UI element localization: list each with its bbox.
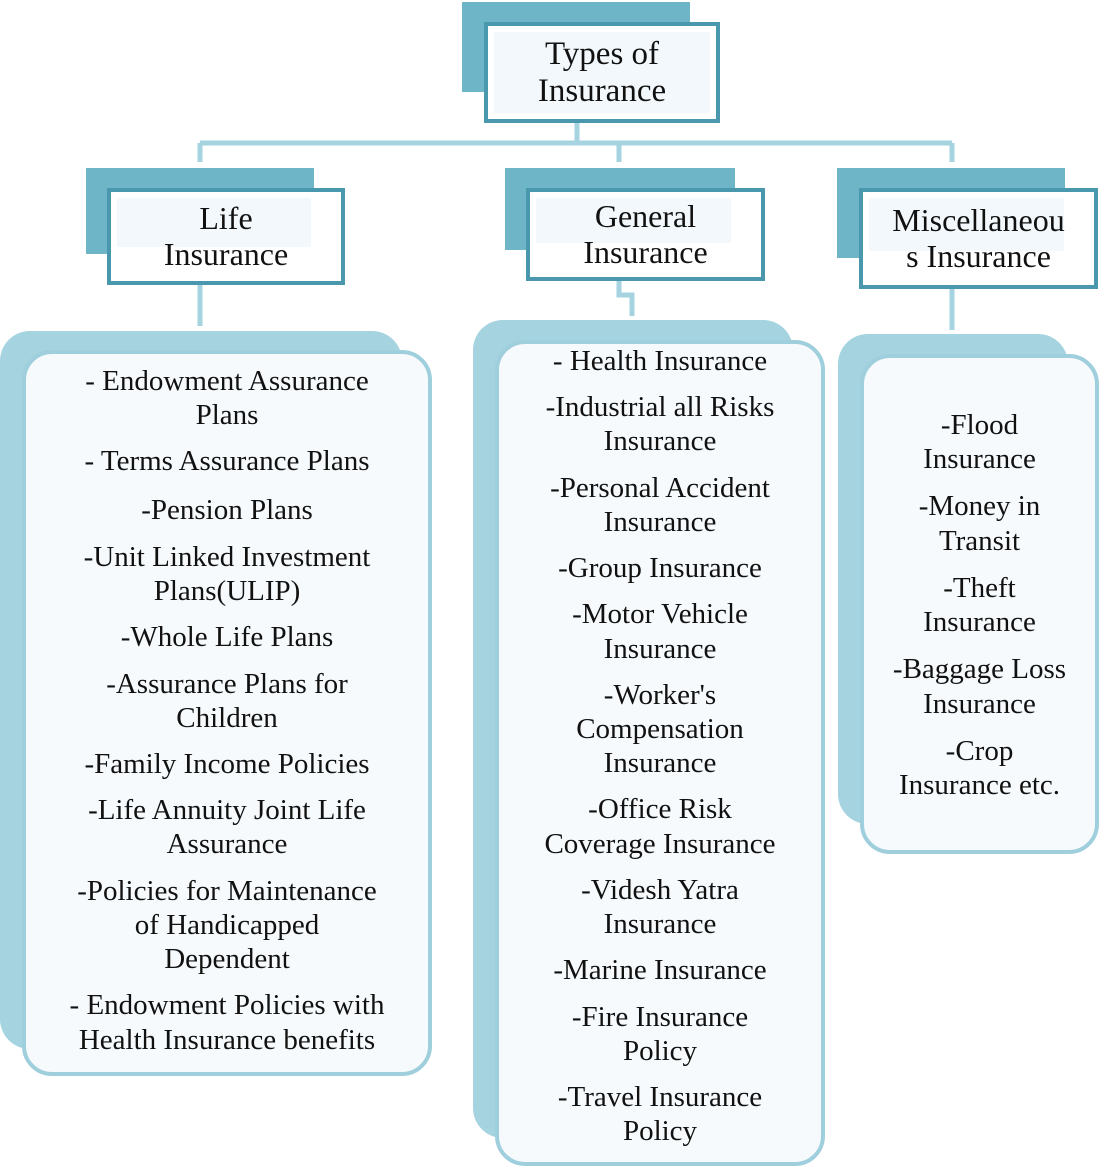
general-category-node: General Insurance xyxy=(526,188,765,281)
list-item: -Theft Insurance xyxy=(923,571,1036,639)
list-item: -Baggage Loss Insurance xyxy=(892,653,1067,720)
list-item: -Office Risk Coverage Insurance xyxy=(544,793,776,860)
list-item: -Videsh Yatra Insurance xyxy=(581,873,739,941)
list-item: -Fire Insurance Policy xyxy=(571,1000,749,1067)
list-item: -Crop Insurance etc. xyxy=(898,734,1060,801)
general-list-box: - Health Insurance -Industrial all Risks… xyxy=(495,340,825,1166)
list-item: -Flood Insurance xyxy=(923,409,1036,476)
list-item: - Endowment Policies with Health Insuran… xyxy=(69,989,385,1056)
list-item: -Whole Life Plans xyxy=(120,621,334,654)
list-item: -Pension Plans xyxy=(141,493,313,526)
list-item: - Health Insurance xyxy=(552,345,768,377)
life-category-label: Life Insurance xyxy=(163,199,289,272)
list-item: -Policies for Maintenance of Handicapped… xyxy=(77,874,377,976)
connector-general-to-list xyxy=(616,280,635,316)
list-item: -Family Income Policies xyxy=(84,747,370,780)
list-item: -Group Insurance xyxy=(558,552,762,585)
root-node-label: Types of Insurance xyxy=(537,35,667,109)
list-item: -Life Annuity Joint Life Assurance xyxy=(88,794,366,861)
list-item: -Travel Insurance Policy xyxy=(557,1080,763,1148)
list-item: - Endowment Assurance Plans xyxy=(85,365,369,432)
misc-category-node: Miscellaneou s Insurance xyxy=(859,188,1098,289)
general-category-label: General Insurance xyxy=(583,197,708,270)
list-item: -Money in Transit xyxy=(918,490,1041,557)
list-item: -Industrial all Risks Insurance xyxy=(545,391,775,458)
life-list-box: - Endowment Assurance Plans - Terms Assu… xyxy=(22,350,432,1076)
list-item: -Marine Insurance xyxy=(553,954,767,987)
list-item: -Motor Vehicle Insurance xyxy=(572,598,748,665)
life-category-node: Life Insurance xyxy=(107,188,345,285)
list-item: -Worker's Compensation Insurance xyxy=(576,678,744,780)
list-item: -Assurance Plans for Children xyxy=(106,667,348,734)
list-item: -Personal Accident Insurance xyxy=(550,471,770,538)
misc-category-label: Miscellaneou s Insurance xyxy=(892,201,1065,274)
misc-list-box: -Flood Insurance -Money in Transit -Thef… xyxy=(860,354,1099,854)
list-item: - Terms Assurance Plans xyxy=(84,445,370,478)
root-node: Types of Insurance xyxy=(484,22,720,123)
list-item: -Unit Linked Investment Plans(ULIP) xyxy=(83,540,371,608)
